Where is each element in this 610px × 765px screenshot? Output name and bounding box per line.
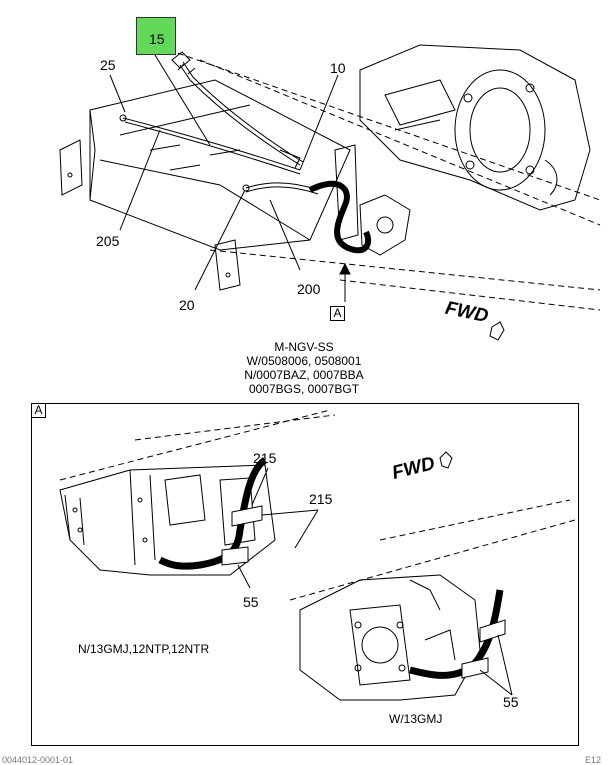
clamp-upper-left [231,505,263,527]
callout-215-upper[interactable]: 215 [253,450,277,466]
caption-line: 0007BGS, 0007BGT [248,382,360,396]
footer-page-code: E12 [585,755,602,765]
callout-15-highlight[interactable]: 15 [136,17,176,55]
view-ref-a[interactable]: A [330,306,345,321]
fwd-detail-arrow-icon [439,451,453,469]
caption-line: W/0508006, 0508001 [246,354,362,368]
leader-lines [109,54,339,291]
callout-25[interactable]: 25 [100,57,116,73]
caption-line: M-NGV-SS [274,340,334,354]
footer-drawing-number: 0044012-0001-01 [2,755,74,765]
caption-line: N/0007BAZ, 0007BBA [244,368,364,382]
module-enclosure [59,79,351,291]
variant-right-label: W/13GMJ [389,712,443,726]
harness-bracket [334,144,359,241]
fwd-arrow-icon [489,321,505,341]
connector-block [359,194,411,256]
transmission-housing [359,44,591,211]
callout-55-right[interactable]: 55 [503,694,519,710]
applicability-caption: M-NGV-SS W/0508006, 0508001 N/0007BAZ, 0… [224,340,384,396]
detail-ref-a: A [31,403,46,418]
hose-routing [122,61,319,195]
callout-205[interactable]: 205 [96,233,120,249]
detail-a-frame [31,403,579,746]
wiring-harness [308,180,372,254]
callout-10[interactable]: 10 [330,60,346,76]
clamp-lower-left [221,546,249,566]
left-transmission-view [59,464,276,576]
callout-15-label: 15 [149,31,165,47]
clamp-upper-right [479,619,506,643]
callout-215-lower[interactable]: 215 [309,491,333,507]
variant-left-label: N/13GMJ,12NTP,12NTR [78,642,210,656]
clamp-lower-right [461,657,489,679]
callout-20[interactable]: 20 [179,297,195,313]
callout-55-left[interactable]: 55 [243,594,259,610]
callout-200[interactable]: 200 [297,281,321,297]
